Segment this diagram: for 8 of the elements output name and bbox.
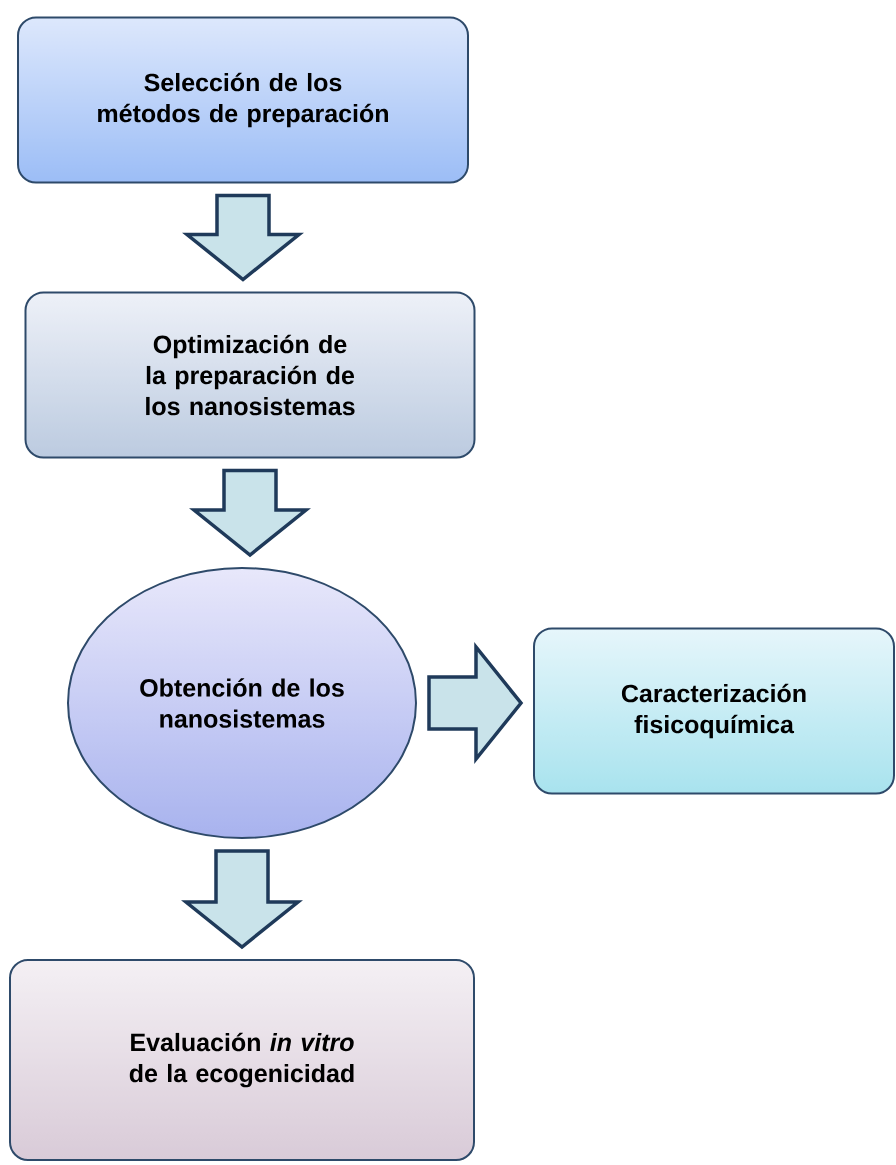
block-arrow [427, 642, 524, 764]
block-arrow [182, 193, 304, 282]
process-box: Optimización de la preparación de los nanosistemas [24, 291, 476, 459]
block-arrow [189, 468, 311, 558]
block-arrow [181, 849, 303, 950]
process-box: Caracterización fisicoquímica [533, 627, 895, 795]
process-box: Evaluación in vitro de la ecogenicidad [9, 959, 475, 1161]
process-box: Selección de los métodos de preparación [17, 16, 469, 184]
